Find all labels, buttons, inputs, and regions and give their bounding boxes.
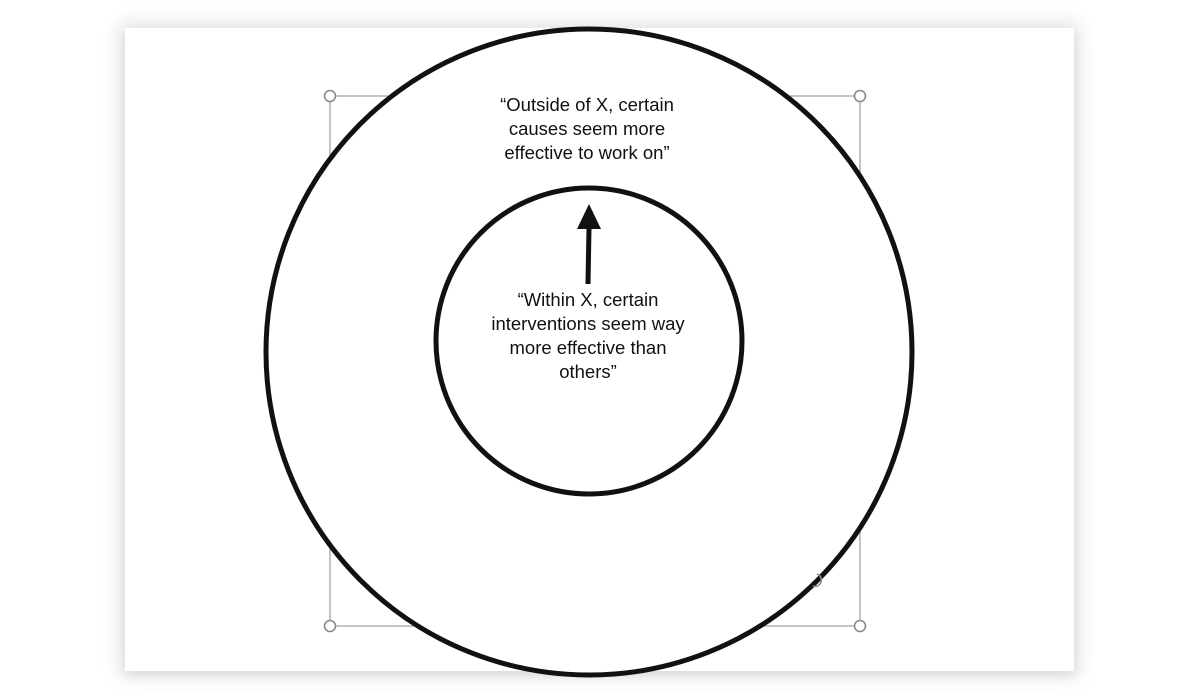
arrow-shaft[interactable] <box>585 227 592 285</box>
inner-circle-label: “Within X, certain interventions seem wa… <box>491 289 685 382</box>
resize-handle-bottom-left[interactable] <box>323 619 337 633</box>
outer-circle-label: “Outside of X, certain causes seem more … <box>500 94 674 163</box>
resize-handle-top-right[interactable] <box>853 89 867 103</box>
adjustment-handle[interactable] <box>812 573 823 588</box>
inner-circle[interactable] <box>433 185 745 497</box>
resize-handle-top-left[interactable] <box>323 89 337 103</box>
resize-handle-bottom-right[interactable] <box>853 619 867 633</box>
arrow-head[interactable] <box>577 204 601 229</box>
